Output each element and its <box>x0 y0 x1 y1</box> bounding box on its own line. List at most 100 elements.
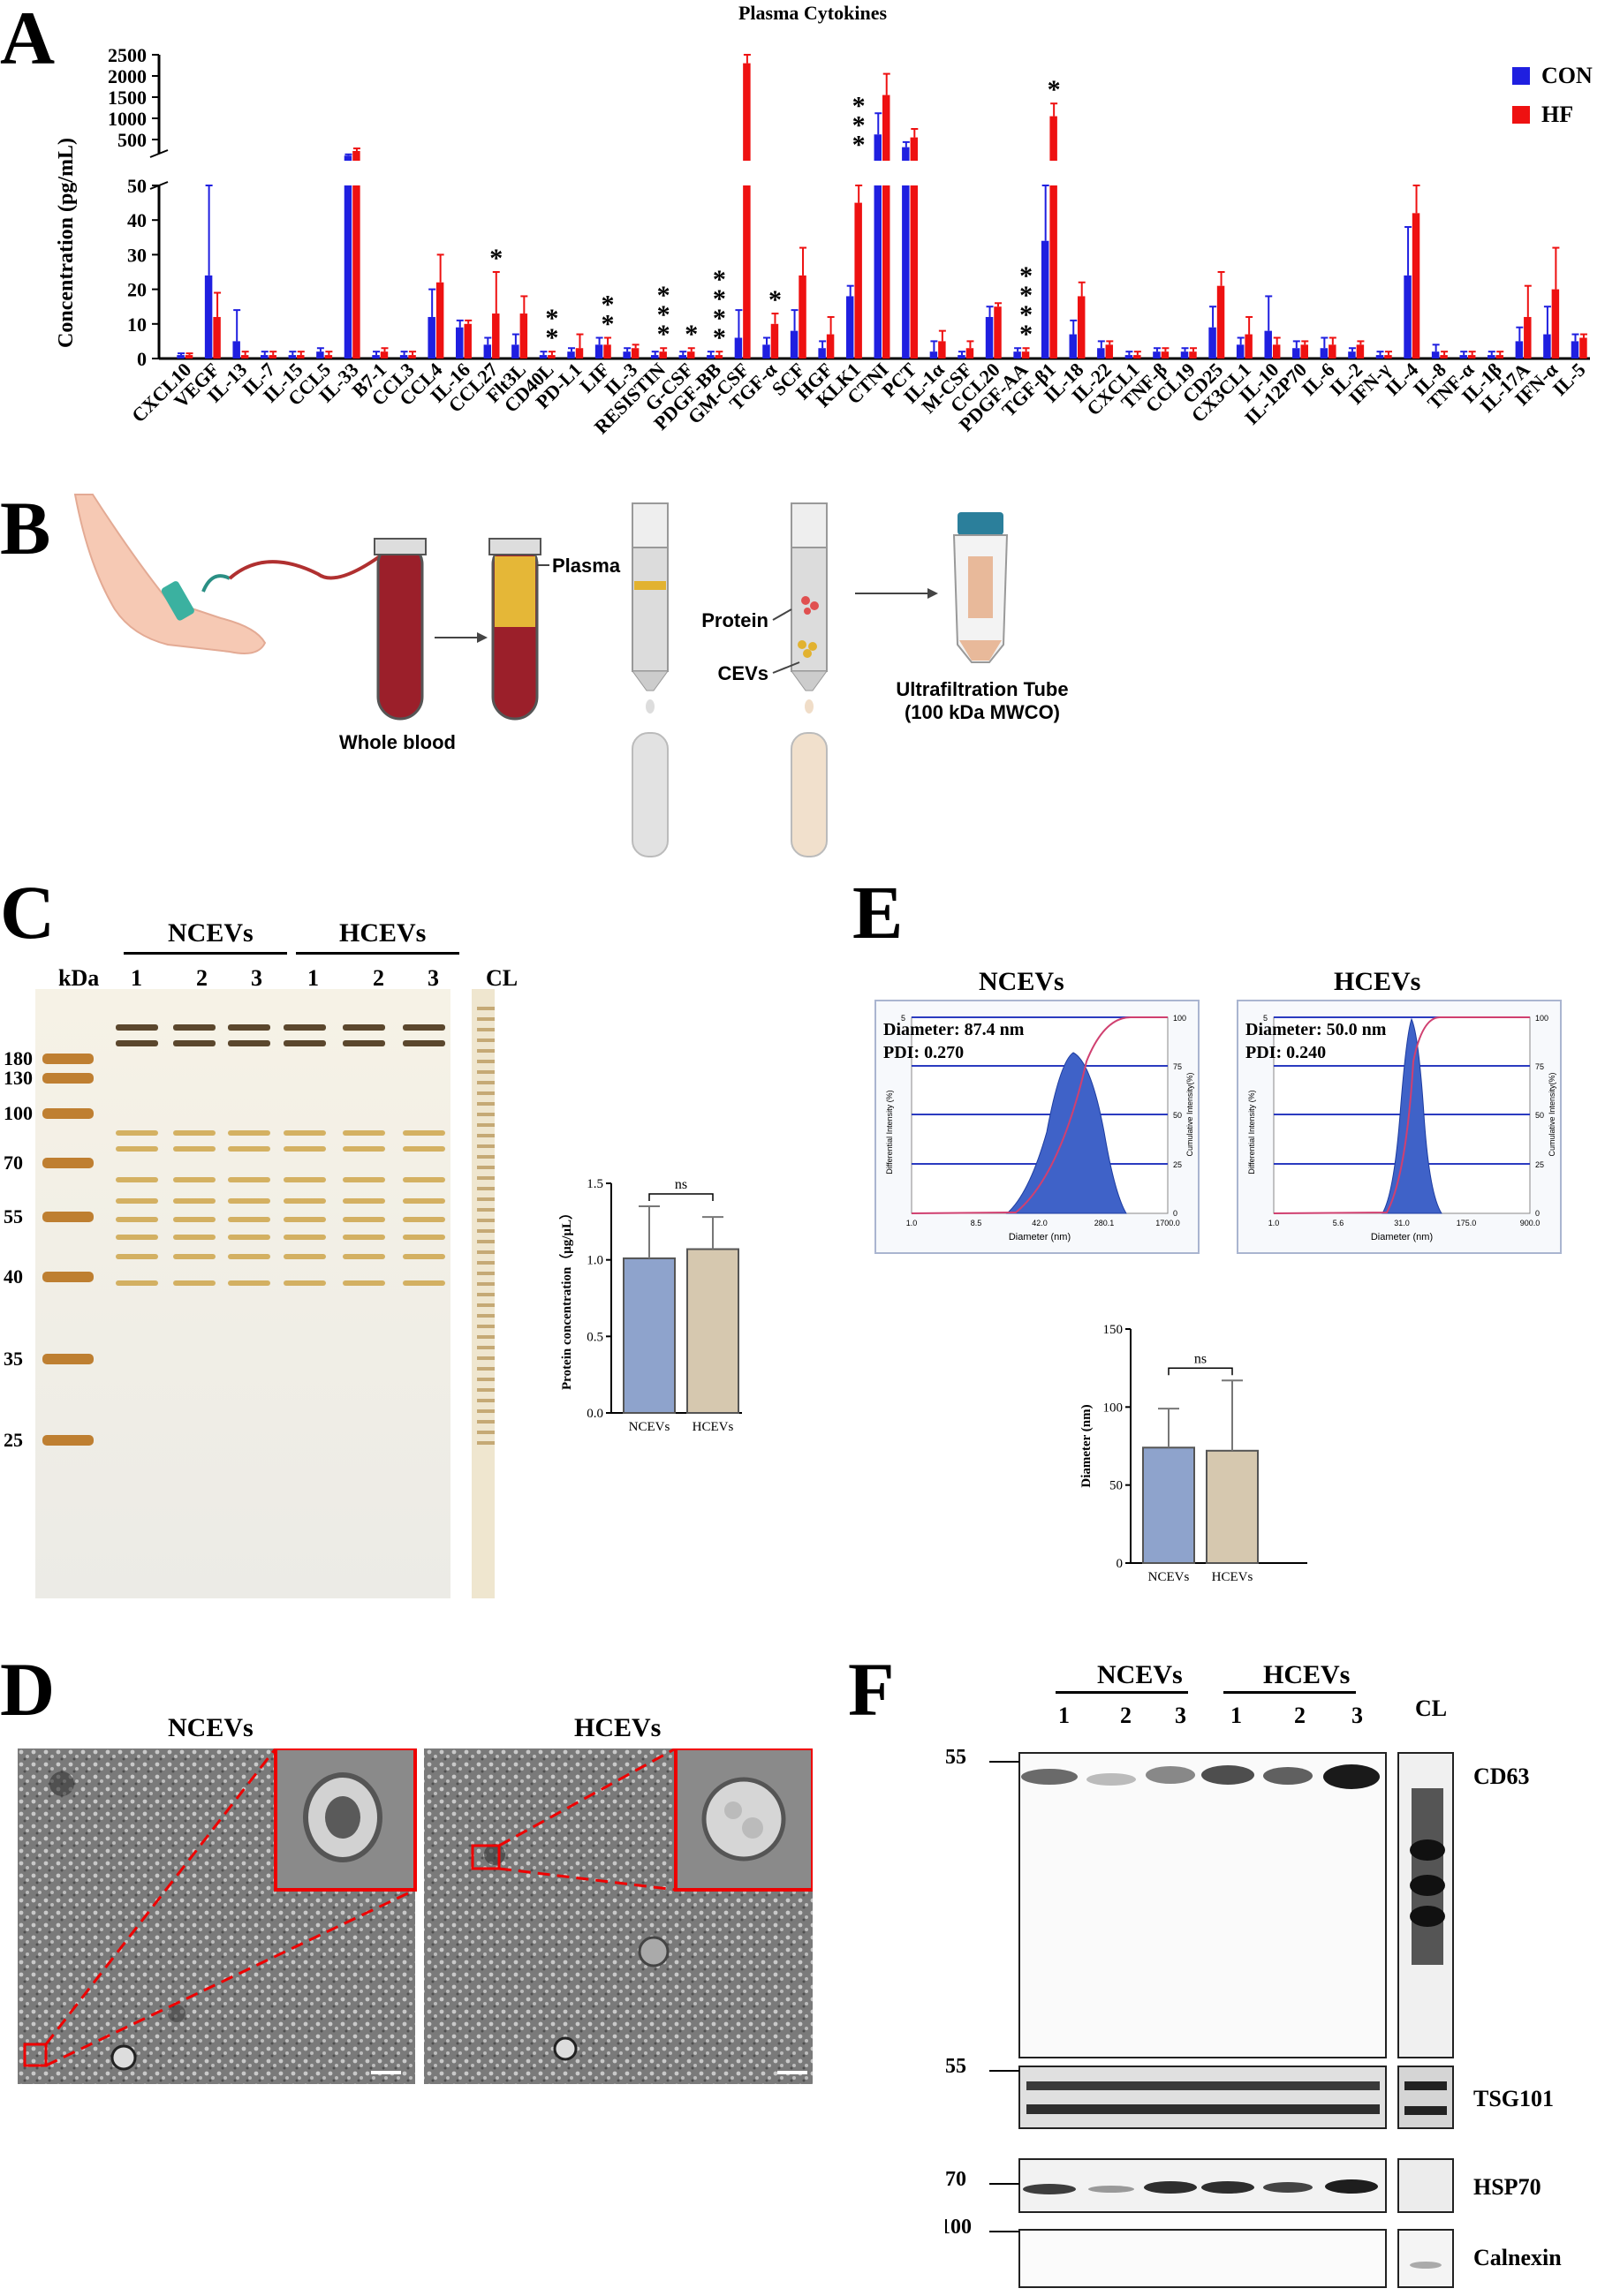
gel-lane-2: 2 <box>196 965 208 991</box>
significance-bracket <box>648 1193 714 1201</box>
calnexin-label: Calnexin <box>1473 2245 1562 2270</box>
gel-band <box>228 1146 270 1152</box>
legend-swatch-hf <box>1512 106 1530 124</box>
gel-lane-3: 3 <box>251 965 262 991</box>
workflow-diagram: Whole blood Plasma Protein CEVs Ult <box>73 494 1069 857</box>
gel-band <box>228 1130 270 1136</box>
bar-hf <box>435 282 444 359</box>
gel-band <box>116 1040 158 1046</box>
plasma-tube <box>488 538 541 721</box>
gel-band <box>343 1235 385 1240</box>
gel-band <box>284 1177 326 1182</box>
significance-star: * <box>545 304 558 333</box>
ncevs-ytick-right: 0 <box>1173 1209 1177 1218</box>
gel-band <box>343 1146 385 1152</box>
bar-hf <box>1440 355 1448 359</box>
bar-hf <box>269 355 276 359</box>
hcevs-xlabel: Diameter (nm) <box>1371 1232 1433 1242</box>
bar-con <box>1320 348 1329 359</box>
gel-marker-label: 70 <box>4 1152 23 1174</box>
bar-hf <box>575 348 584 359</box>
dls-plot-ncevs: Diameter: 87.4 nm PDI: 0.270 Diameter (n… <box>874 1000 1200 1254</box>
cl-band <box>477 1208 495 1212</box>
cl-band <box>477 1250 495 1254</box>
bar-con <box>929 351 938 359</box>
gel-band <box>343 1217 385 1222</box>
bar-hf <box>1412 213 1420 359</box>
cl-band <box>477 1049 495 1053</box>
cl-band <box>477 1038 495 1042</box>
bar-con-upper <box>874 134 882 161</box>
x-tick-label: IL-5 <box>1548 359 1590 400</box>
gel-band <box>343 1254 385 1259</box>
significance-marker: * <box>685 320 698 349</box>
cl-band <box>477 1314 495 1318</box>
filter-column-2 <box>791 502 828 857</box>
significance-star: * <box>685 320 698 349</box>
ncevs-ytick-left: 5 <box>901 1014 905 1023</box>
gel-band <box>403 1254 445 1259</box>
cl-band <box>477 1409 495 1413</box>
bar-con <box>1180 351 1189 359</box>
bar-con <box>985 316 994 359</box>
significance-star: * <box>657 320 670 349</box>
bar-con <box>958 355 965 359</box>
significance-star: * <box>852 111 866 140</box>
bar-hf <box>1524 316 1532 359</box>
legend-swatch-con <box>1512 67 1530 85</box>
wb-lane-4: 1 <box>1230 1703 1242 1728</box>
x-tick-label: HCEVs <box>1212 1570 1253 1584</box>
gel-band <box>173 1235 216 1240</box>
bar-hf <box>770 323 779 359</box>
significance-marker: * <box>768 285 782 314</box>
bar-hf <box>1356 344 1365 359</box>
bar-con-upper <box>902 147 910 161</box>
ladder-band <box>42 1354 94 1364</box>
bar-hf <box>519 313 528 359</box>
hcevs-ylabel-right: Cumulative Intensity(%) <box>1548 1072 1556 1156</box>
gel-band <box>173 1177 216 1182</box>
gel-band <box>284 1235 326 1240</box>
cl-band <box>477 1240 495 1243</box>
gel-band <box>228 1217 270 1222</box>
hcevs-pdi: PDI: 0.240 <box>1245 1043 1326 1062</box>
whole-blood-label: Whole blood <box>339 731 456 753</box>
bar-hf <box>743 185 751 359</box>
x-tick-label: HCEVs <box>693 1420 734 1434</box>
significance-star: * <box>852 131 866 160</box>
bar-con-upper <box>344 155 352 161</box>
y-tick-label: 20 <box>127 279 147 301</box>
bar-con <box>1124 355 1133 359</box>
x-tick-label: NCEVs <box>629 1420 670 1434</box>
bar-hf <box>1272 344 1281 359</box>
wb-cl-label: CL <box>1415 1696 1448 1721</box>
bar-hf <box>380 351 389 359</box>
cl-band <box>477 1028 495 1031</box>
bar-hf-upper <box>743 63 751 161</box>
cytokine-bar-chart: Plasma Cytokines Concentration (pg/mL) 0… <box>55 2 1593 438</box>
gel-band <box>403 1198 445 1204</box>
dls-title-hcevs: HCEVs <box>1334 967 1421 996</box>
gel-marker-label: 25 <box>4 1429 23 1451</box>
cl-band <box>477 1187 495 1190</box>
significance-star: * <box>657 300 670 329</box>
bar-hf <box>464 323 472 359</box>
cl-band <box>477 1441 495 1445</box>
bar-con <box>1348 351 1356 359</box>
ladder-band <box>42 1158 94 1168</box>
cl-band <box>477 1091 495 1095</box>
gel-band <box>116 1217 158 1222</box>
ncevs-xtick: 1.0 <box>906 1219 918 1227</box>
significance-star: * <box>1048 75 1061 104</box>
ncevs-xtick: 8.5 <box>971 1219 982 1227</box>
gel-lane-6: 3 <box>428 965 439 991</box>
hcevs-ytick-right: 25 <box>1535 1160 1544 1169</box>
bar-con <box>261 355 269 359</box>
bar-hf <box>1329 344 1336 359</box>
gel-hcevs-underline <box>296 952 459 955</box>
gel-band <box>403 1280 445 1286</box>
gel-band <box>343 1040 385 1046</box>
y-tick-label: 0.5 <box>587 1330 603 1344</box>
gel-band <box>403 1217 445 1222</box>
